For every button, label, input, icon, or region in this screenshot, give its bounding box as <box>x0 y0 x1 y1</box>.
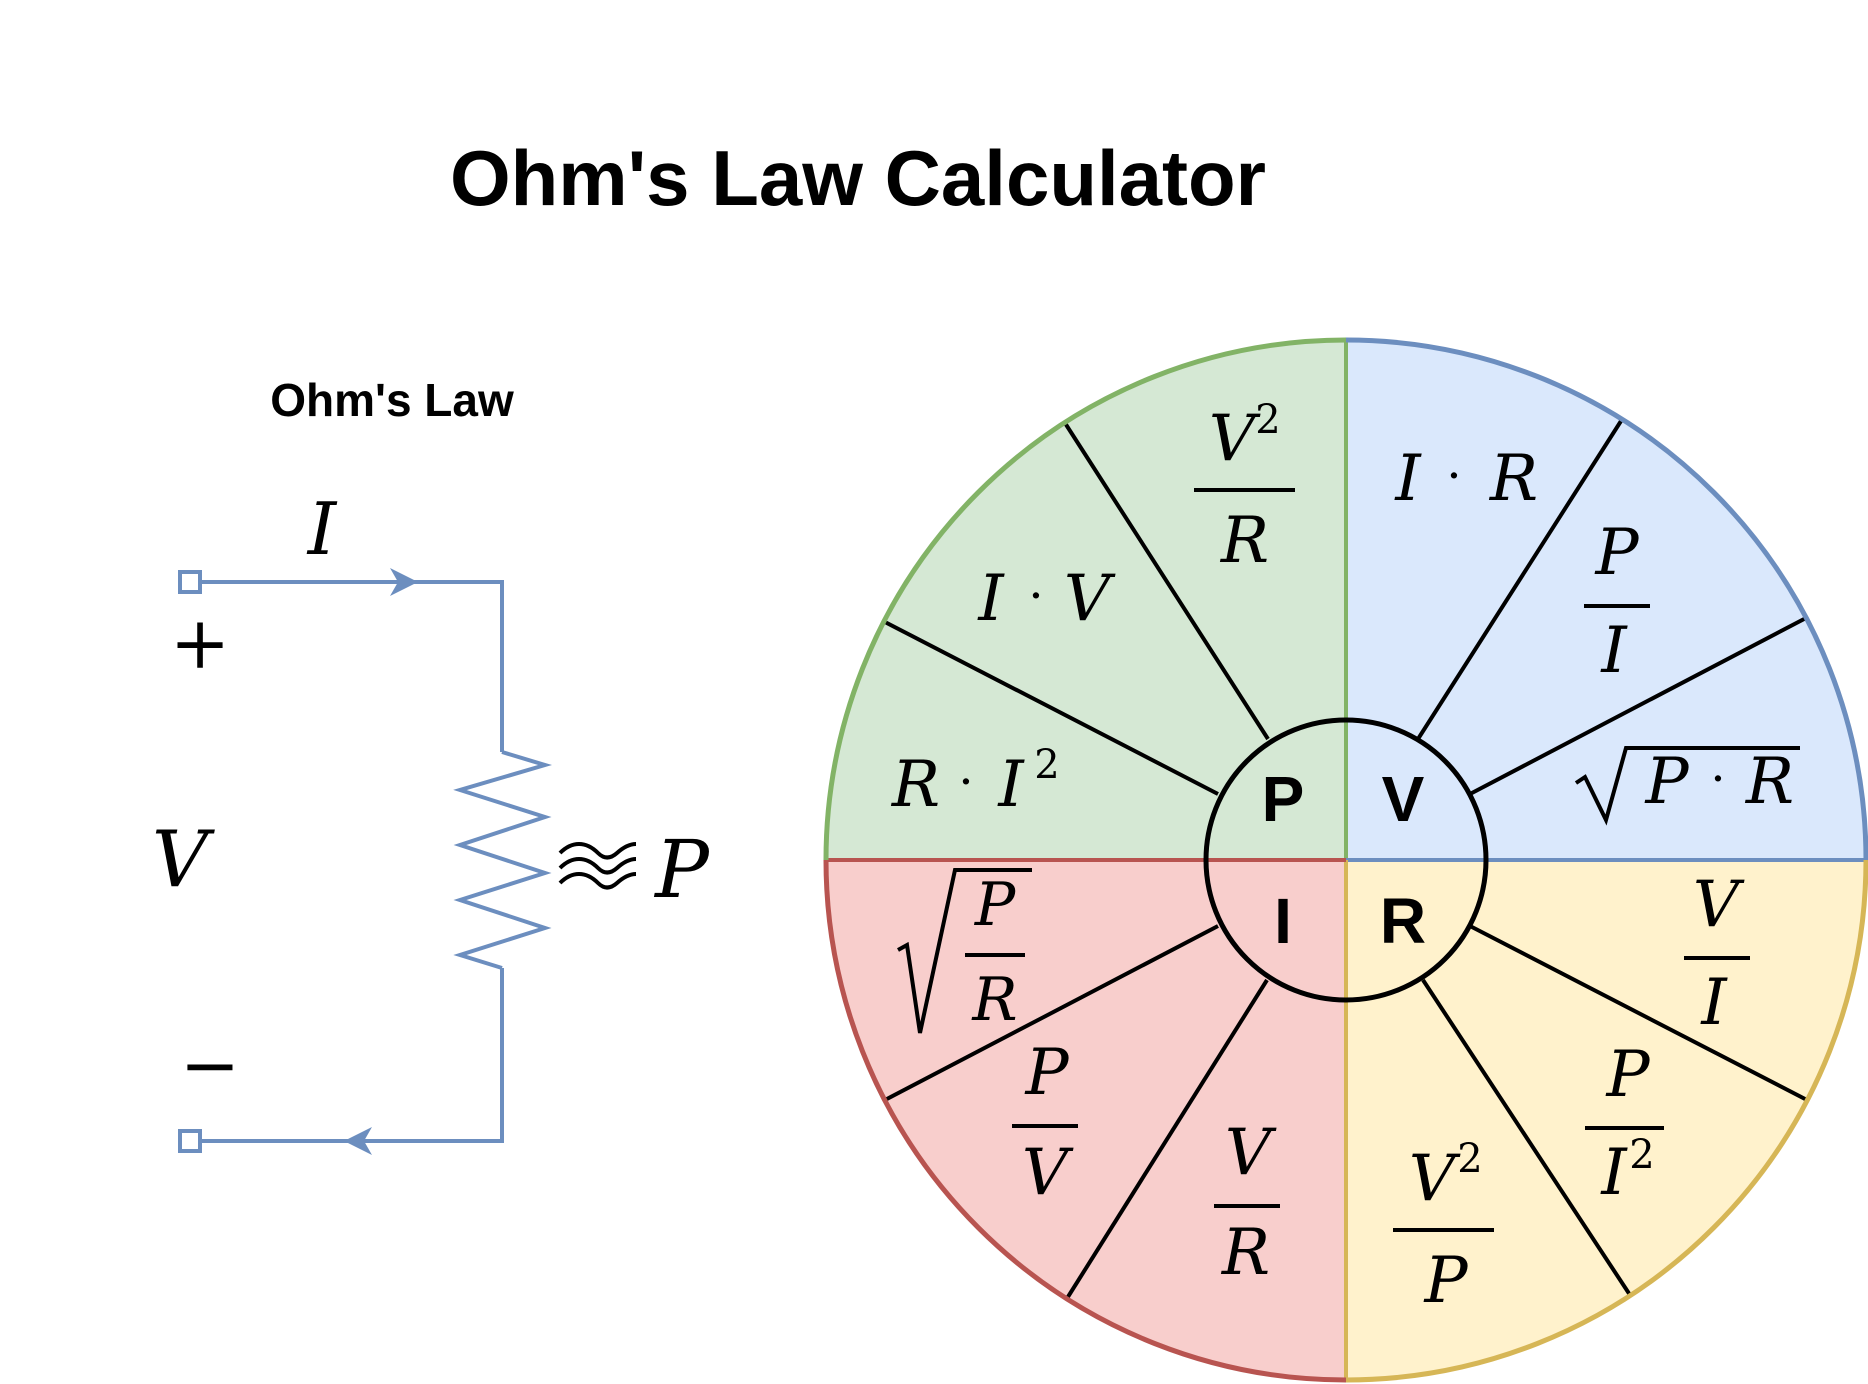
svg-text:V: V <box>1064 562 1116 636</box>
svg-text:P: P <box>1024 1036 1069 1110</box>
current-label: I <box>306 487 338 571</box>
formula-current-p-over-v: P V <box>1012 1036 1078 1210</box>
svg-text:R: R <box>1745 745 1794 819</box>
circuit-heading: Ohm's Law <box>270 374 514 426</box>
positive-terminal <box>178 570 202 594</box>
power-label: P <box>653 823 710 916</box>
svg-text:2: 2 <box>1034 742 1059 788</box>
resistor-zigzag <box>453 750 552 970</box>
page-title: Ohm's Law Calculator <box>450 134 1266 222</box>
svg-text:V: V <box>1209 402 1261 476</box>
quadrant-voltage <box>1346 340 1866 860</box>
svg-text:I: I <box>1394 442 1422 516</box>
rim-power <box>823 337 1347 861</box>
svg-text:2: 2 <box>1255 397 1280 443</box>
svg-text:·: · <box>1446 448 1461 504</box>
negative-terminal <box>178 1129 202 1153</box>
svg-text:I: I <box>1600 1136 1628 1210</box>
svg-text:P: P <box>1605 1038 1650 1112</box>
svg-text:·: · <box>1710 751 1725 807</box>
rim-current <box>823 859 1347 1383</box>
hub-label-power: P <box>1262 763 1305 835</box>
svg-text:R: R <box>1221 1216 1270 1290</box>
formula-power-v2-over-r: V 2 R <box>1194 397 1295 578</box>
formula-current-v-over-r: V R <box>1214 1116 1280 1290</box>
sector-dividers <box>882 419 1808 1302</box>
svg-text:R: R <box>891 748 940 822</box>
svg-text:2: 2 <box>1629 1132 1654 1178</box>
quadrant-power <box>826 340 1346 860</box>
svg-text:P: P <box>1644 745 1689 819</box>
formula-wheel: P V I R V 2 R I · V R · I 2 I · R P <box>823 337 1868 1383</box>
square-root-icon <box>1574 746 1800 826</box>
svg-text:I: I <box>1700 966 1728 1040</box>
formula-voltage-p-over-i: P I <box>1584 516 1650 688</box>
formula-power-i-dot-v: I · V <box>977 562 1116 636</box>
plus-sign: + <box>170 601 230 685</box>
formula-resistance-v2-over-p: V 2 P <box>1393 1136 1494 1318</box>
formula-current-sqrt-p-over-r: P R <box>897 868 1032 1035</box>
svg-text:V: V <box>1409 1142 1461 1216</box>
svg-text:R: R <box>1489 442 1538 516</box>
circuit-diagram: Ohm's Law I + V − P <box>152 374 710 1155</box>
current-arrow-right-icon <box>390 568 418 596</box>
svg-text:I: I <box>1600 614 1628 688</box>
voltage-label: V <box>152 815 215 905</box>
svg-text:P: P <box>1594 516 1639 590</box>
svg-text:I: I <box>997 748 1025 822</box>
svg-text:·: · <box>1028 568 1043 624</box>
square-root-icon <box>897 868 1032 1034</box>
quadrant-current <box>826 860 1346 1380</box>
rim-voltage <box>1345 337 1868 861</box>
quadrant-resistance <box>1346 860 1866 1380</box>
svg-text:V: V <box>1693 868 1745 942</box>
svg-text:P: P <box>1423 1244 1468 1318</box>
formula-resistance-p-over-i2: P I 2 <box>1585 1038 1664 1210</box>
hub-label-voltage: V <box>1382 763 1425 835</box>
svg-text:2: 2 <box>1457 1136 1482 1182</box>
formula-voltage-i-dot-r: I · R <box>1394 442 1538 516</box>
hub-label-current: I <box>1274 885 1292 957</box>
svg-text:R: R <box>971 965 1017 1035</box>
svg-text:P: P <box>974 870 1017 940</box>
formula-voltage-sqrt-p-dot-r: P · R <box>1574 745 1800 826</box>
circuit-wires <box>200 580 552 1143</box>
top-wire <box>200 580 504 752</box>
rim-resistance <box>1345 859 1868 1383</box>
heat-waves-icon <box>558 841 637 890</box>
formula-resistance-v-over-i: V I <box>1684 868 1750 1040</box>
svg-text:·: · <box>958 754 973 810</box>
svg-text:R: R <box>1220 504 1269 578</box>
bottom-wire <box>200 968 504 1143</box>
current-arrow-left-icon <box>344 1127 372 1155</box>
svg-text:I: I <box>977 562 1005 636</box>
svg-text:V: V <box>1022 1136 1074 1210</box>
hub-circle <box>1203 717 1489 1003</box>
hub-label-resistance: R <box>1380 885 1426 957</box>
minus-sign: − <box>180 1023 240 1107</box>
formula-power-r-dot-i2: R · I 2 <box>891 742 1060 822</box>
svg-text:V: V <box>1225 1116 1277 1190</box>
